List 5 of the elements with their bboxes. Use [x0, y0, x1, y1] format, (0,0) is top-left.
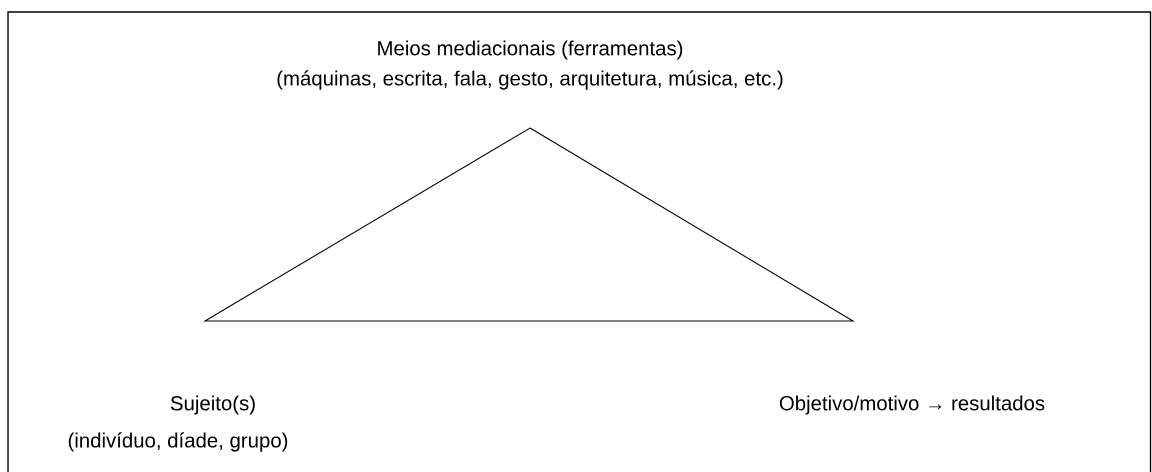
label-text: (indivíduo, díade, grupo) [68, 432, 288, 452]
label-text: (máquinas, escrita, fala, gesto, arquitetura, música, etc.) [277, 70, 783, 90]
label-text: Meios mediacionais (ferramentas) [378, 40, 683, 60]
label-text: Sujeito(s) [170, 395, 255, 415]
label-text: Objetivo/motivo → resultados [779, 395, 1045, 415]
